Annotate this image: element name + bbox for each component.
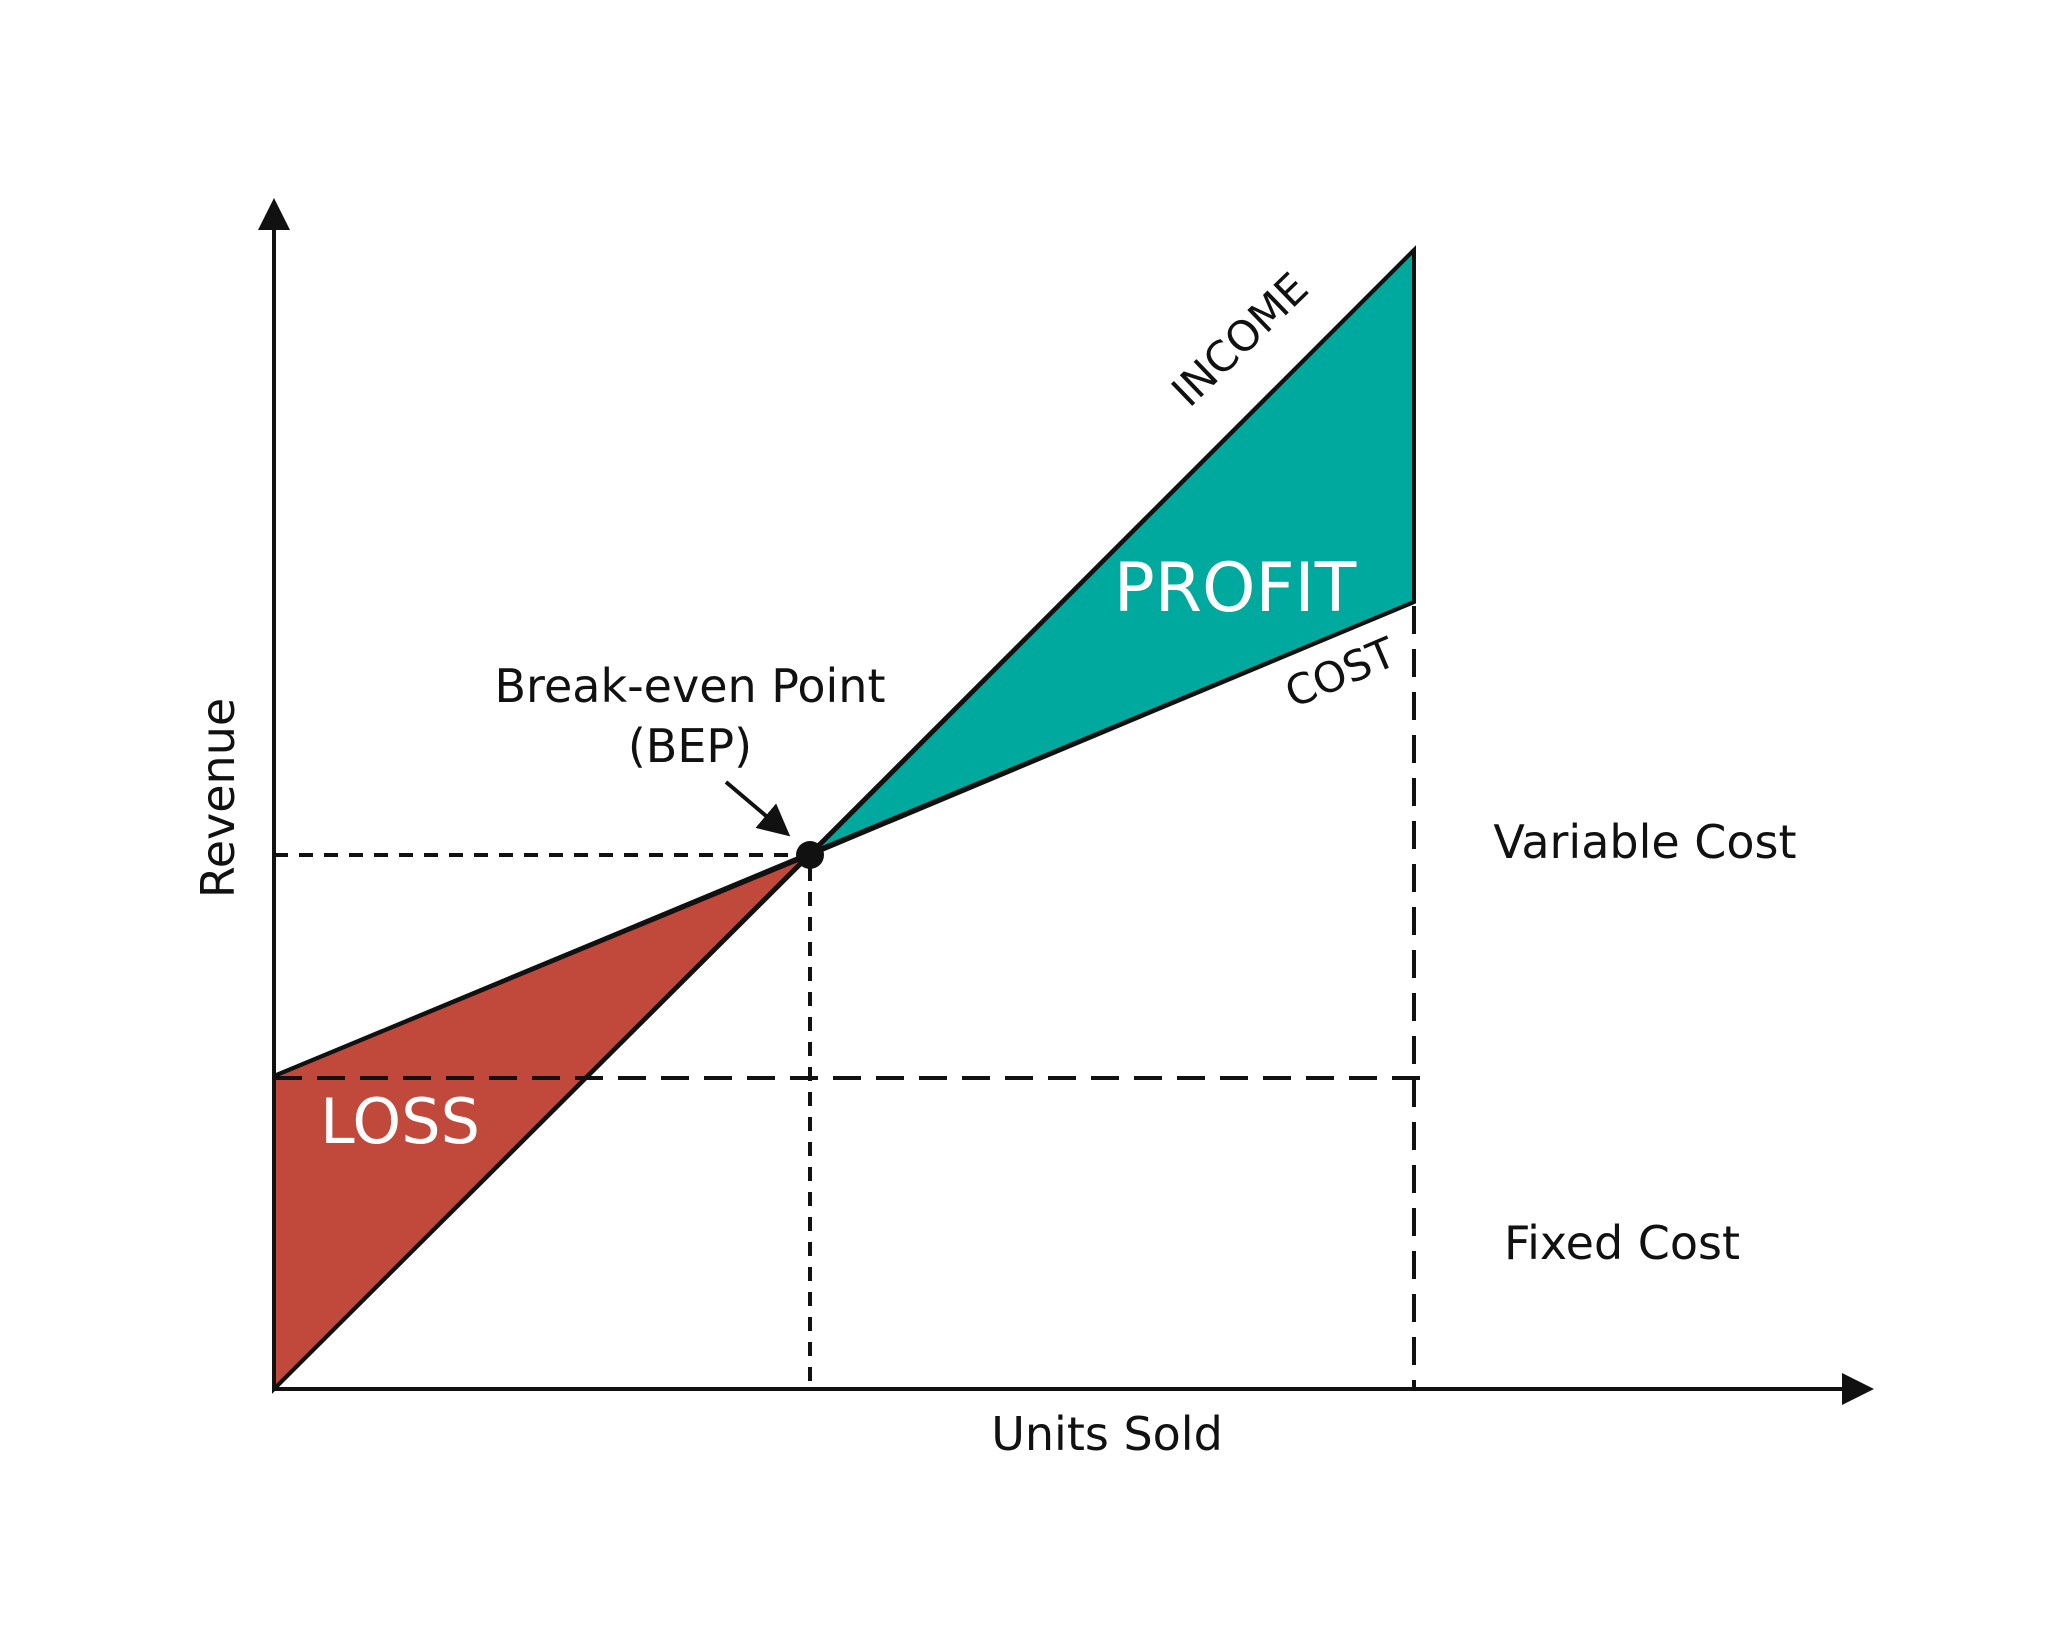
fixed-cost-label: Fixed Cost [1504,1216,1740,1270]
profit-label: PROFIT [1114,549,1357,628]
income-line [272,248,1416,1391]
bep-label-line1: Break-even Point [495,659,886,713]
y-axis-label: Revenue [191,698,245,898]
bep-point [796,841,824,869]
bep-label-line2: (BEP) [628,719,752,773]
bep-pointer-arrow [724,780,791,837]
variable-cost-label: Variable Cost [1493,815,1796,869]
x-axis-label: Units Sold [991,1407,1223,1461]
cost-line [273,600,1415,1078]
loss-label: LOSS [320,1085,480,1158]
